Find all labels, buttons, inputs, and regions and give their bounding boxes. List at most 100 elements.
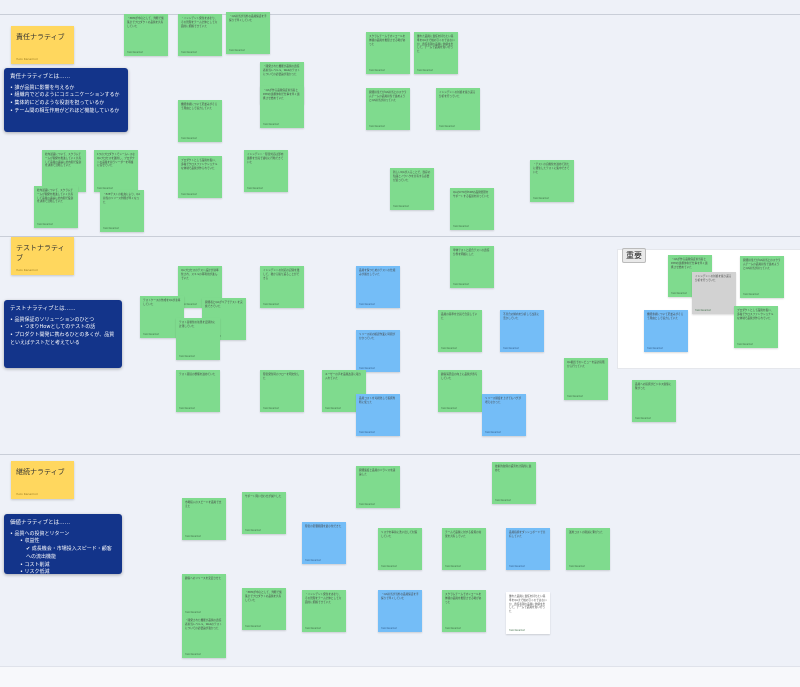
section-title-continuity[interactable]: 継続ナラティブ Yuzo Kanamori bbox=[11, 461, 74, 499]
sticky-note-text: ・開発された機能が品質の責任者担当レベルル、Webのテストについての必要論が強か… bbox=[263, 65, 300, 76]
sticky-note-author: Yuzo Kanamori bbox=[305, 558, 322, 562]
section-title-test[interactable]: テストナラティブ Yuzo Kanamori bbox=[11, 237, 74, 275]
sticky-note-author: Yuzo Kanamori bbox=[263, 302, 280, 306]
sticky-note-text: ・インシデント発生をあまり、その管理をチーム全体として六面的に把握できていた bbox=[181, 17, 218, 28]
panel-test[interactable]: テストナラティブとは…… 品質保証のソリューションのひとつ つまりHowとしての… bbox=[4, 300, 122, 368]
sticky-note-text: リリース頻度を上げてもバグが増えなかった bbox=[485, 397, 522, 404]
sticky-note[interactable]: プロダクトとして品質を扱い、多軸でクロスファンクショナルな体制で品質が作られてい… bbox=[178, 156, 222, 198]
sticky-note-text: ・QA担当が当外な品質保証を手探りで早くしていた bbox=[229, 15, 267, 22]
sticky-note[interactable]: 1つのプロダクトでシームレスなQAプロセスを運用し、プロダクトの品質を担うリーダ… bbox=[94, 150, 138, 192]
sticky-note[interactable]: 開発担当だがQA担当とのスクラムチームの品質担当で進めようとQA担当が担っていた… bbox=[366, 88, 410, 130]
sticky-note-author: Yuzo Kanamori bbox=[445, 564, 462, 568]
sticky-note-text: ・QA担当が当外な品質保証を手探りで早くしていた bbox=[381, 593, 419, 600]
sticky-author: Yuzo Kanamori bbox=[16, 268, 39, 272]
sticky-note-author: Yuzo Kanamori bbox=[567, 394, 584, 398]
sticky-note-text: スクラムチームでオンコールを体験の品質を推奨させる場があった bbox=[369, 35, 406, 46]
sticky-note-author: Yuzo Kanamori bbox=[485, 430, 502, 434]
sticky-note[interactable]: 優れた品質に責任を持ちたい基準をQAまで幅の引くのではないか、責任表現の品質に価… bbox=[506, 592, 550, 634]
sticky-note-author: Yuzo Kanamori bbox=[103, 226, 120, 230]
sticky-note[interactable]: ・QA担当が当外な品質保証を手探りで早くしていた Yuzo Kanamori bbox=[378, 590, 422, 632]
sticky-note-author: Yuzo Kanamori bbox=[381, 626, 398, 630]
panel-continuity[interactable]: 価値ナラティブとは…… 品質への投資とリターン 収益性 成長機会・市場投入スピー… bbox=[4, 514, 122, 575]
sticky-note-author: Yuzo Kanamori bbox=[635, 416, 652, 420]
sticky-note-author: Yuzo Kanamori bbox=[743, 292, 760, 296]
sticky-note-author: Yuzo Kanamori bbox=[245, 624, 262, 628]
sticky-note-author: Yuzo Kanamori bbox=[179, 354, 196, 358]
sticky-note-text: リリース前の確認作業に時間がかかっていた bbox=[359, 333, 396, 340]
sticky-note-author: Yuzo Kanamori bbox=[737, 342, 754, 346]
sticky-note-author: Yuzo Kanamori bbox=[229, 48, 246, 52]
important-label[interactable]: 重要 bbox=[622, 248, 646, 263]
sticky-note-text: 優れた品質に責任を持ちたい基準をQAまで幅の引くのではないか、責任表現の品質に価… bbox=[417, 35, 455, 53]
sticky-note-author: Yuzo Kanamori bbox=[143, 332, 160, 336]
sticky-note-text: 品質コストを可視化して投資判断に使った bbox=[359, 397, 396, 404]
sticky-note[interactable]: 社内認識について、スクラムチームが開発を推進していく共有して品質の議論に社内間で… bbox=[34, 186, 78, 228]
sticky-note-text: 社内認識について、スクラムチームが開発を推進していく共有して品質の議論に社内間で… bbox=[45, 153, 82, 168]
sticky-note-author: Yuzo Kanamori bbox=[359, 366, 376, 370]
sticky-note-author: Yuzo Kanamori bbox=[381, 564, 398, 568]
section-title-text: 継続ナラティブ bbox=[16, 468, 65, 476]
sticky-note-author: Yuzo Kanamori bbox=[671, 291, 688, 295]
sticky-note-author: Yuzo Kanamori bbox=[439, 124, 456, 128]
panel-item: 収益性 bbox=[10, 538, 116, 546]
panel-responsibility[interactable]: 責任ナラティブとは…… 誰が品質に影響を与えるか 組織内でどのようにコミュニケー… bbox=[4, 68, 128, 132]
sticky-note-text: 単体テストと結合テストの責任分界を明確にした bbox=[453, 249, 490, 256]
sticky-note[interactable]: ・開発された機能が品質の責任者担当レベルル、Webのテストについての必要論が強か… bbox=[182, 616, 226, 658]
sticky-note-author: Yuzo Kanamori bbox=[417, 68, 434, 72]
sticky-note[interactable]: プロダクトとして品質を扱い、多軸でクロスファンクショナルな体制で品質が作られてい… bbox=[734, 306, 778, 348]
sticky-note[interactable]: リリース頻度を上げてもバグが増えなかった Yuzo Kanamori bbox=[482, 394, 526, 436]
sticky-note-text: ユーザーの声を品質改善に取り入れていた bbox=[325, 373, 362, 380]
panel-intro: 品質への投資とリターン bbox=[10, 531, 116, 539]
sticky-note-text: QAプロセスのテスト設計が効率化され、スキルの再利用が進んでいた bbox=[181, 269, 219, 280]
sticky-note-text: 優れた品質に責任を持ちたい基準をQAまで幅の引くのではないか、責任表現の品質に価… bbox=[509, 595, 547, 613]
sticky-note-text: 運用コストの削減に繋がった bbox=[569, 531, 603, 534]
panel-heading: テストナラティブとは…… bbox=[10, 306, 76, 312]
panel-heading: 責任ナラティブとは…… bbox=[10, 74, 71, 80]
sticky-note[interactable]: 優れた品質に責任を持ちたい基準をQAまで幅の引くのではないか、責任表現の品質に価… bbox=[414, 32, 458, 74]
sticky-note[interactable]: ・QA担当が当外な品質保証を手探りで早くしていた Yuzo Kanamori bbox=[226, 12, 270, 54]
sticky-note[interactable]: リリース前の確認作業に時間がかかっていた Yuzo Kanamori bbox=[356, 330, 400, 372]
section-title-responsibility[interactable]: 責任ナラティブ Yuzo Kanamori bbox=[11, 26, 74, 64]
sticky-note[interactable]: 開発担当だがQA担当とのスクラムチームの品質担当で進めようとQA担当が担っていた… bbox=[740, 256, 784, 298]
